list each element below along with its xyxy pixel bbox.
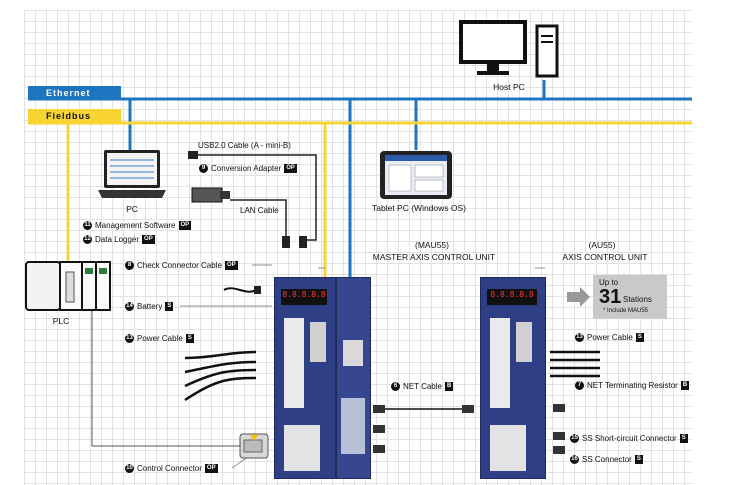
plc-icon: [25, 261, 111, 311]
axis-motor-connector: [490, 425, 526, 471]
master-battery-slot: [341, 398, 365, 454]
stations-count: 31: [599, 286, 622, 308]
lan-cable-line: [230, 199, 287, 240]
master-io-port: [310, 322, 326, 362]
lan-connector-icon: [282, 236, 290, 248]
usb-cable-label: USB2.0 Cable (A - mini-B): [198, 141, 291, 150]
axis-name: AXIS CONTROL UNIT: [562, 252, 648, 262]
power-cable-right: [550, 350, 600, 378]
axis-model: (AU55): [588, 240, 616, 250]
plc-label: PLC: [52, 316, 70, 326]
axis-connector-panel: [490, 318, 510, 408]
grid-background: [24, 10, 692, 485]
stations-unit: Stations: [623, 295, 652, 304]
tablet-icon: [380, 151, 452, 199]
axis-io-port: [516, 322, 532, 362]
pc-laptop-icon: [98, 150, 166, 198]
fieldbus-label: Fieldbus: [28, 109, 121, 123]
stations-note: * Include MAU55: [603, 308, 649, 314]
usb-cable-line: [196, 154, 317, 241]
master-net-port: [343, 340, 363, 366]
usb-connector-icon: [188, 151, 198, 159]
master-name: MASTER AXIS CONTROL UNIT: [372, 252, 496, 262]
stations-box: Up to 31 Stations * Include MAU55: [593, 275, 667, 319]
power-cable-left: [184, 350, 257, 402]
control-connector-line: [91, 300, 240, 447]
conversion-adapter-icon: [191, 187, 230, 203]
usb-mini-connector-icon: [299, 236, 307, 248]
master-model: (MAU55): [414, 240, 449, 250]
ethernet-label: Ethernet: [28, 86, 121, 100]
master-connector-panel: [284, 318, 304, 408]
master-display: 8.8.8.8.8: [281, 289, 327, 305]
lan-cable-label: LAN Cable: [240, 206, 279, 215]
pc-label: PC: [126, 204, 138, 214]
stations-prefix: Up to: [599, 278, 619, 287]
master-motor-connector: [284, 425, 320, 471]
axis-display: 8.8.8.8.8: [487, 289, 537, 305]
host-pc-icon: [459, 20, 559, 78]
control-connector-icon: [239, 433, 269, 459]
tablet-label: Tablet PC (Windows OS): [372, 203, 466, 213]
check-cable-icon: [223, 286, 261, 294]
arrow-icon: [567, 287, 590, 307]
host-pc-label: Host PC: [493, 82, 525, 92]
